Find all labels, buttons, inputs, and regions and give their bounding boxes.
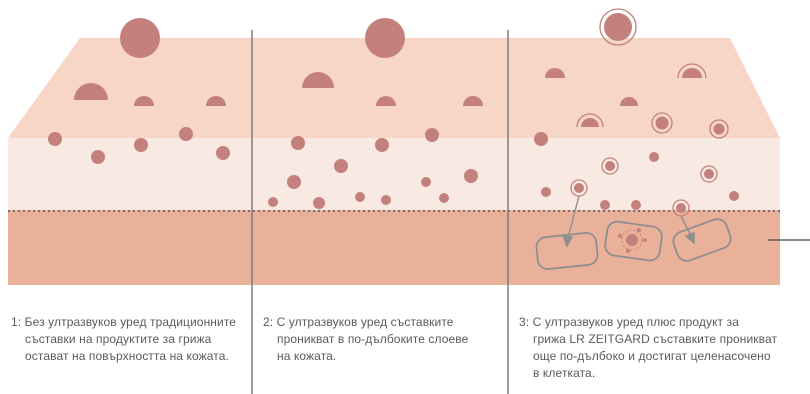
particle (313, 197, 325, 209)
particle (631, 200, 641, 210)
particle (179, 127, 193, 141)
particle (676, 203, 686, 213)
panel-1-caption: 1: Без ултразвуков уред традиционните съ… (11, 314, 251, 365)
caption-line: съставки на продуктите за грижа (11, 331, 251, 348)
particle (268, 197, 278, 207)
caption-line: в клетката. (519, 365, 804, 382)
cell-core (626, 234, 638, 246)
particle (600, 200, 610, 210)
caption-line: на кожата. (263, 348, 503, 365)
epidermis-lower-layer (8, 138, 780, 210)
particle (421, 177, 431, 187)
particle (534, 132, 548, 146)
particle (216, 146, 230, 160)
particle (649, 152, 659, 162)
particle (381, 195, 391, 205)
particle (604, 13, 632, 41)
particle (714, 124, 725, 135)
panel-2-caption: 2: С ултразвуков уред съставките проникв… (263, 314, 503, 365)
dermis-layer (8, 210, 780, 285)
particle (656, 117, 669, 130)
particle (605, 161, 615, 171)
panel-3-caption: 3: С ултразвуков уред плюс продукт за гр… (519, 314, 804, 382)
particle (134, 138, 148, 152)
particle (375, 138, 389, 152)
particle (541, 187, 551, 197)
particle (439, 193, 449, 203)
particle (425, 128, 439, 142)
particle (48, 132, 62, 146)
caption-line: остават на повърхността на кожата. (11, 348, 251, 365)
particle (704, 169, 714, 179)
particle (291, 136, 305, 150)
particle (91, 150, 105, 164)
particle (355, 192, 365, 202)
particle (464, 169, 478, 183)
particle (287, 175, 301, 189)
caption-line: 3: С ултразвуков уред плюс продукт за (519, 314, 804, 331)
particle (729, 191, 739, 201)
particle (574, 183, 584, 193)
particle (120, 18, 160, 58)
particle (365, 18, 405, 58)
caption-line: проникват в по-дълбоките слоеве (263, 331, 503, 348)
caption-line: още по-дълбоко и достигат целенасочено (519, 348, 804, 365)
caption-line: 1: Без ултразвуков уред традиционните (11, 314, 251, 331)
caption-line: 2: С ултразвуков уред съставките (263, 314, 503, 331)
caption-line: грижа LR ZEITGARD съставките проникват (519, 331, 804, 348)
particle (334, 159, 348, 173)
